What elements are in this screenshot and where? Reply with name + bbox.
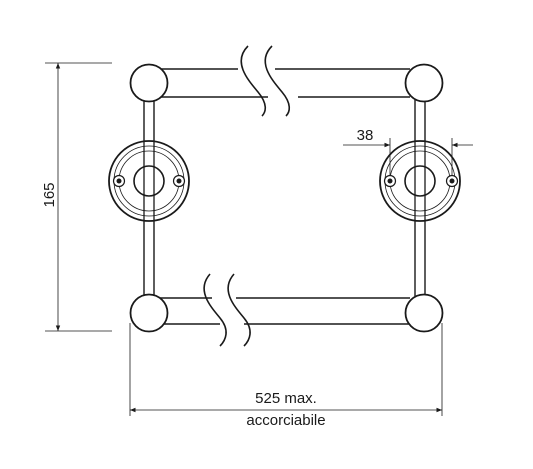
screw-icon <box>383 174 397 188</box>
corner-ball-top-right <box>404 63 444 103</box>
corner-ball-bottom-right <box>404 293 444 333</box>
corner-ball-bottom-left <box>129 293 169 333</box>
screw-icon <box>445 174 459 188</box>
left-wall-flange <box>108 140 190 222</box>
screw-icon <box>112 174 126 188</box>
width-label-line1: 525 max. <box>255 390 317 407</box>
height-label: 165 <box>41 182 58 207</box>
spacing-dimension: 38 <box>343 127 473 175</box>
width-dimension: 525 max. accorciabile <box>129 323 443 429</box>
screw-icon <box>172 174 186 188</box>
width-label-line2: accorciabile <box>246 412 325 429</box>
corner-ball-top-left <box>129 63 169 103</box>
right-wall-flange <box>379 140 461 222</box>
bottom-bar <box>160 273 410 347</box>
height-dimension: 165 <box>41 62 112 332</box>
spacing-label: 38 <box>357 127 374 144</box>
top-bar <box>160 45 410 117</box>
